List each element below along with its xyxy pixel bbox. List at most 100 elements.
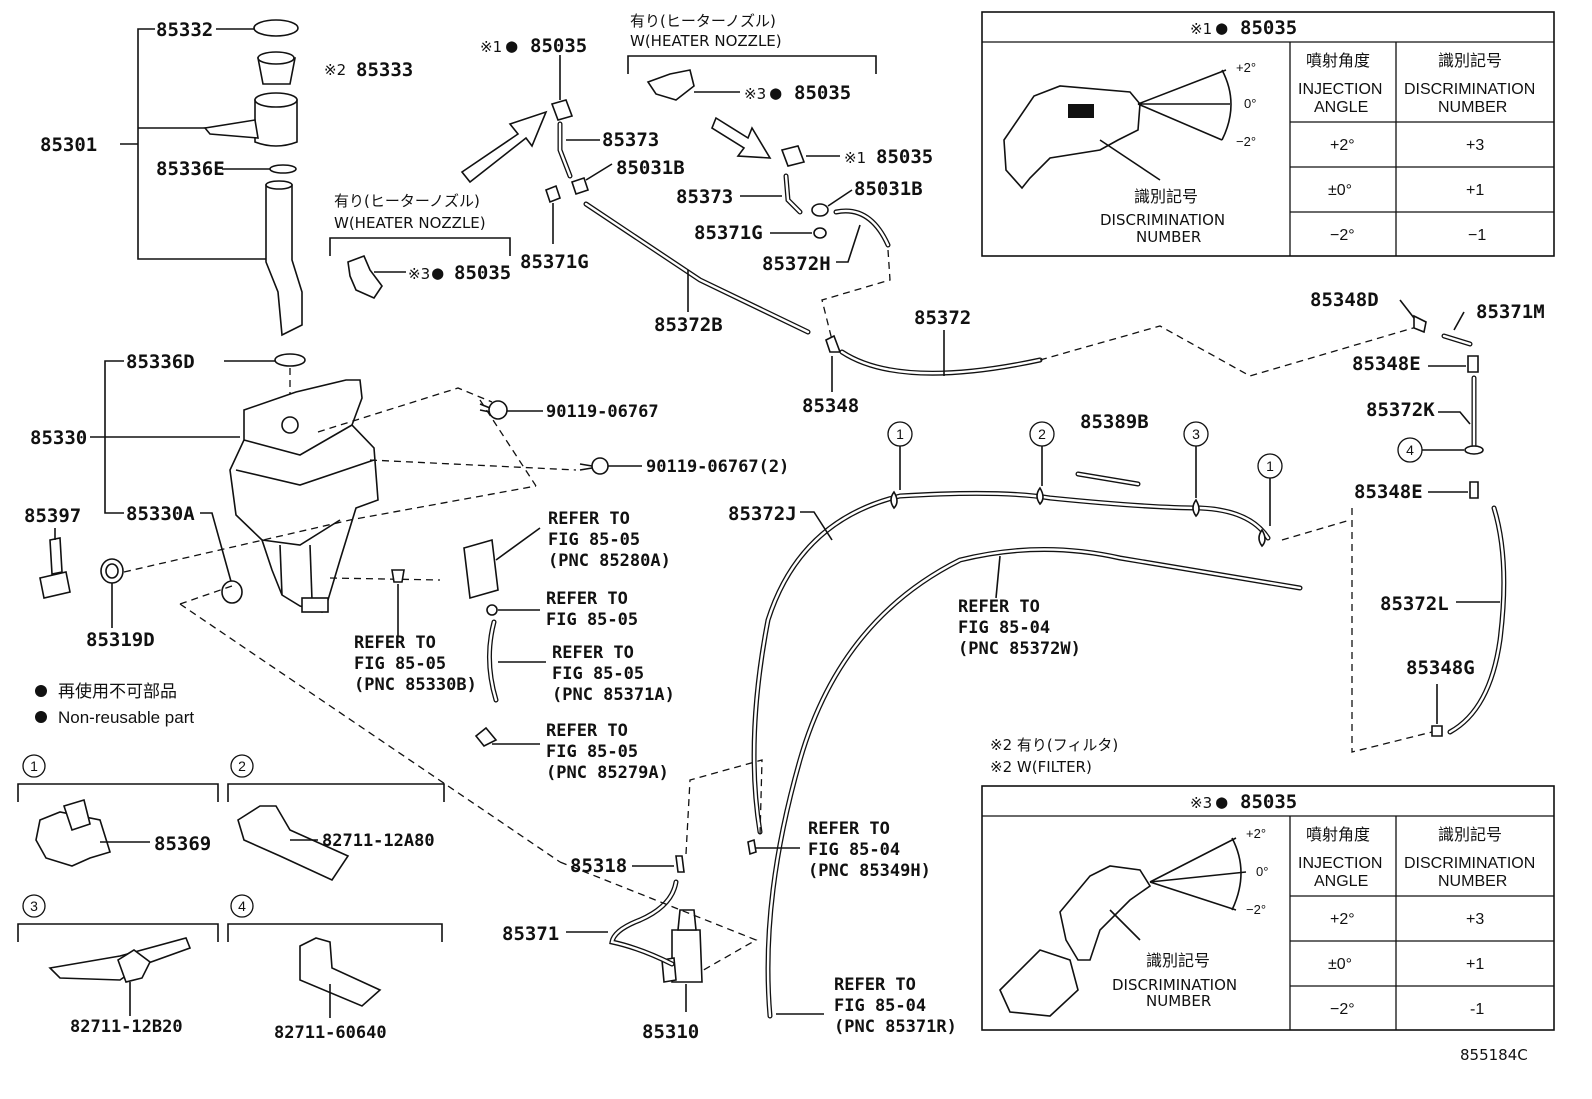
- table2-angle-r2: ±0°: [1328, 956, 1352, 973]
- legend: 再使用不可部品 Non-reusable part: [35, 681, 194, 727]
- svg-text:※1: ※1: [480, 38, 502, 56]
- arrow-right: [711, 116, 772, 159]
- heater-nozzle-mid: [347, 254, 383, 300]
- clip-callout-3: [22, 894, 46, 918]
- table2-angle-r1: +2°: [1330, 911, 1355, 928]
- svg-text:NUMBER: NUMBER: [1136, 228, 1201, 246]
- svg-text:ANGLE: ANGLE: [1314, 873, 1368, 890]
- hose-85372J: [751, 490, 1271, 835]
- svg-text:識別記号: 識別記号: [1438, 826, 1502, 844]
- label-85372J: 85372J: [728, 503, 797, 525]
- legend-en: Non-reusable part: [58, 708, 194, 727]
- refer-85280A-2: FIG 85-05: [548, 530, 640, 550]
- legend-jp: 再使用不可部品: [58, 681, 177, 701]
- refer-85372W-3: (PNC 85372W): [958, 639, 1081, 659]
- label-85371M: 85371M: [1476, 301, 1545, 323]
- label-82711-60640: 82711-60640: [274, 1023, 387, 1043]
- table1-num-r1: +3: [1466, 137, 1484, 154]
- table-85035-type1: ※1 ● 85035 噴射角度 INJECTION ANGLE 識別記号 DIS…: [981, 11, 1555, 257]
- label-85389B: 85389B: [1080, 411, 1149, 433]
- refer-fig85-05-1: REFER TO: [546, 589, 628, 609]
- label-85348G: 85348G: [1406, 657, 1475, 679]
- svg-text:0°: 0°: [1244, 96, 1256, 111]
- callout-1: [887, 421, 913, 447]
- label-85333: 85333: [356, 59, 413, 81]
- heater-label-top-en: W(HEATER NOZZLE): [630, 32, 782, 50]
- rear-hose-group: [1351, 299, 1507, 753]
- label-85372L: 85372L: [1380, 593, 1449, 615]
- svg-text:識別記号: 識別記号: [1146, 952, 1210, 970]
- label-85031B-a: 85031B: [616, 157, 685, 179]
- joint-85348G: [1431, 725, 1443, 737]
- refer-85371R-1: REFER TO: [834, 975, 916, 995]
- svg-text:※3: ※3: [744, 85, 766, 103]
- svg-text:噴射角度: 噴射角度: [1306, 826, 1370, 844]
- svg-text:●: ●: [1216, 17, 1228, 39]
- label-85371: 85371: [502, 923, 559, 945]
- label-85310: 85310: [642, 1021, 699, 1043]
- clip-callout-1: [22, 754, 46, 778]
- refer-85330B-2: FIG 85-05: [354, 654, 446, 674]
- svg-text:●: ●: [770, 82, 782, 104]
- svg-text:●: ●: [506, 35, 518, 57]
- svg-text:2: 2: [238, 758, 246, 774]
- cap-85332: [253, 19, 299, 37]
- joint-85348D: [1413, 314, 1427, 334]
- label-82711-12A80: 82711-12A80: [322, 831, 435, 851]
- part-labels: 85332 ※2 85333 85301 85336E 85336D 85330…: [24, 12, 1545, 1043]
- label-82711-12B20: 82711-12B20: [70, 1017, 183, 1037]
- svg-text:2: 2: [1038, 426, 1046, 442]
- label-85348E-b: 85348E: [1354, 481, 1423, 503]
- label-85035-c: 85035: [876, 146, 933, 168]
- pump-85280A: [463, 538, 499, 600]
- tank-85330: [229, 379, 379, 613]
- svg-text:※3: ※3: [1190, 794, 1212, 812]
- refer-blocks: REFER TO FIG 85-05 (PNC 85280A) REFER TO…: [354, 509, 1081, 1037]
- table1-angle-r2: ±0°: [1328, 182, 1352, 199]
- label-85035-b: 85035: [794, 82, 851, 104]
- label-85373-a: 85373: [602, 129, 659, 151]
- callout-4: [1397, 437, 1423, 463]
- label-85031B-b: 85031B: [854, 178, 923, 200]
- svg-text:NUMBER: NUMBER: [1146, 992, 1211, 1010]
- table1-angle-r3: −2°: [1330, 227, 1355, 244]
- reservoir-group: [39, 19, 642, 863]
- table2-num-r2: +1: [1466, 956, 1484, 973]
- svg-text:※1: ※1: [844, 149, 866, 167]
- refer-85371A-3: (PNC 85371A): [552, 685, 675, 705]
- grommet-85371G-left: [545, 184, 561, 204]
- refer-85279A-2: FIG 85-05: [546, 742, 638, 762]
- filter-note-en: ※2 W(FILTER): [990, 758, 1092, 776]
- refer-85371R-3: (PNC 85371R): [834, 1017, 957, 1037]
- svg-text:※3: ※3: [408, 265, 430, 283]
- label-90119-a: 90119-06767: [546, 402, 659, 422]
- table2-num-r3: -1: [1470, 1001, 1484, 1018]
- inlet-pipe: [265, 184, 303, 337]
- refer-85349H-3: (PNC 85349H): [808, 861, 931, 881]
- label-85319D: 85319D: [86, 629, 155, 651]
- table1-angle-r1: +2°: [1330, 137, 1355, 154]
- seal-85336D: [274, 353, 306, 367]
- level-sensor-85397: [39, 537, 71, 599]
- nozzle-85035-left: [550, 99, 574, 121]
- joint-85318: [675, 855, 685, 873]
- heater-label-mid-en: W(HEATER NOZZLE): [334, 214, 486, 232]
- refer-85330B-1: REFER TO: [354, 633, 436, 653]
- callout-2: [1029, 421, 1055, 447]
- svg-text:※1: ※1: [1190, 20, 1212, 38]
- svg-text:NUMBER: NUMBER: [1438, 99, 1507, 116]
- clip-82711-12A80: [237, 805, 350, 882]
- svg-text:DISCRIMINATION: DISCRIMINATION: [1100, 211, 1225, 229]
- table1-num-r2: +1: [1466, 182, 1484, 199]
- label-85348D: 85348D: [1310, 289, 1379, 311]
- heater-label-mid-jp: 有り(ヒーターノズル): [334, 192, 480, 210]
- svg-text:1: 1: [896, 426, 904, 442]
- heater-nozzle-top: [646, 69, 695, 101]
- label-85369: 85369: [154, 833, 211, 855]
- refer-85280A-1: REFER TO: [548, 509, 630, 529]
- label-85301: 85301: [40, 134, 97, 156]
- svg-text:※2: ※2: [324, 61, 346, 79]
- refer-85372W-1: REFER TO: [958, 597, 1040, 617]
- refer-85279A-3: (PNC 85279A): [546, 763, 669, 783]
